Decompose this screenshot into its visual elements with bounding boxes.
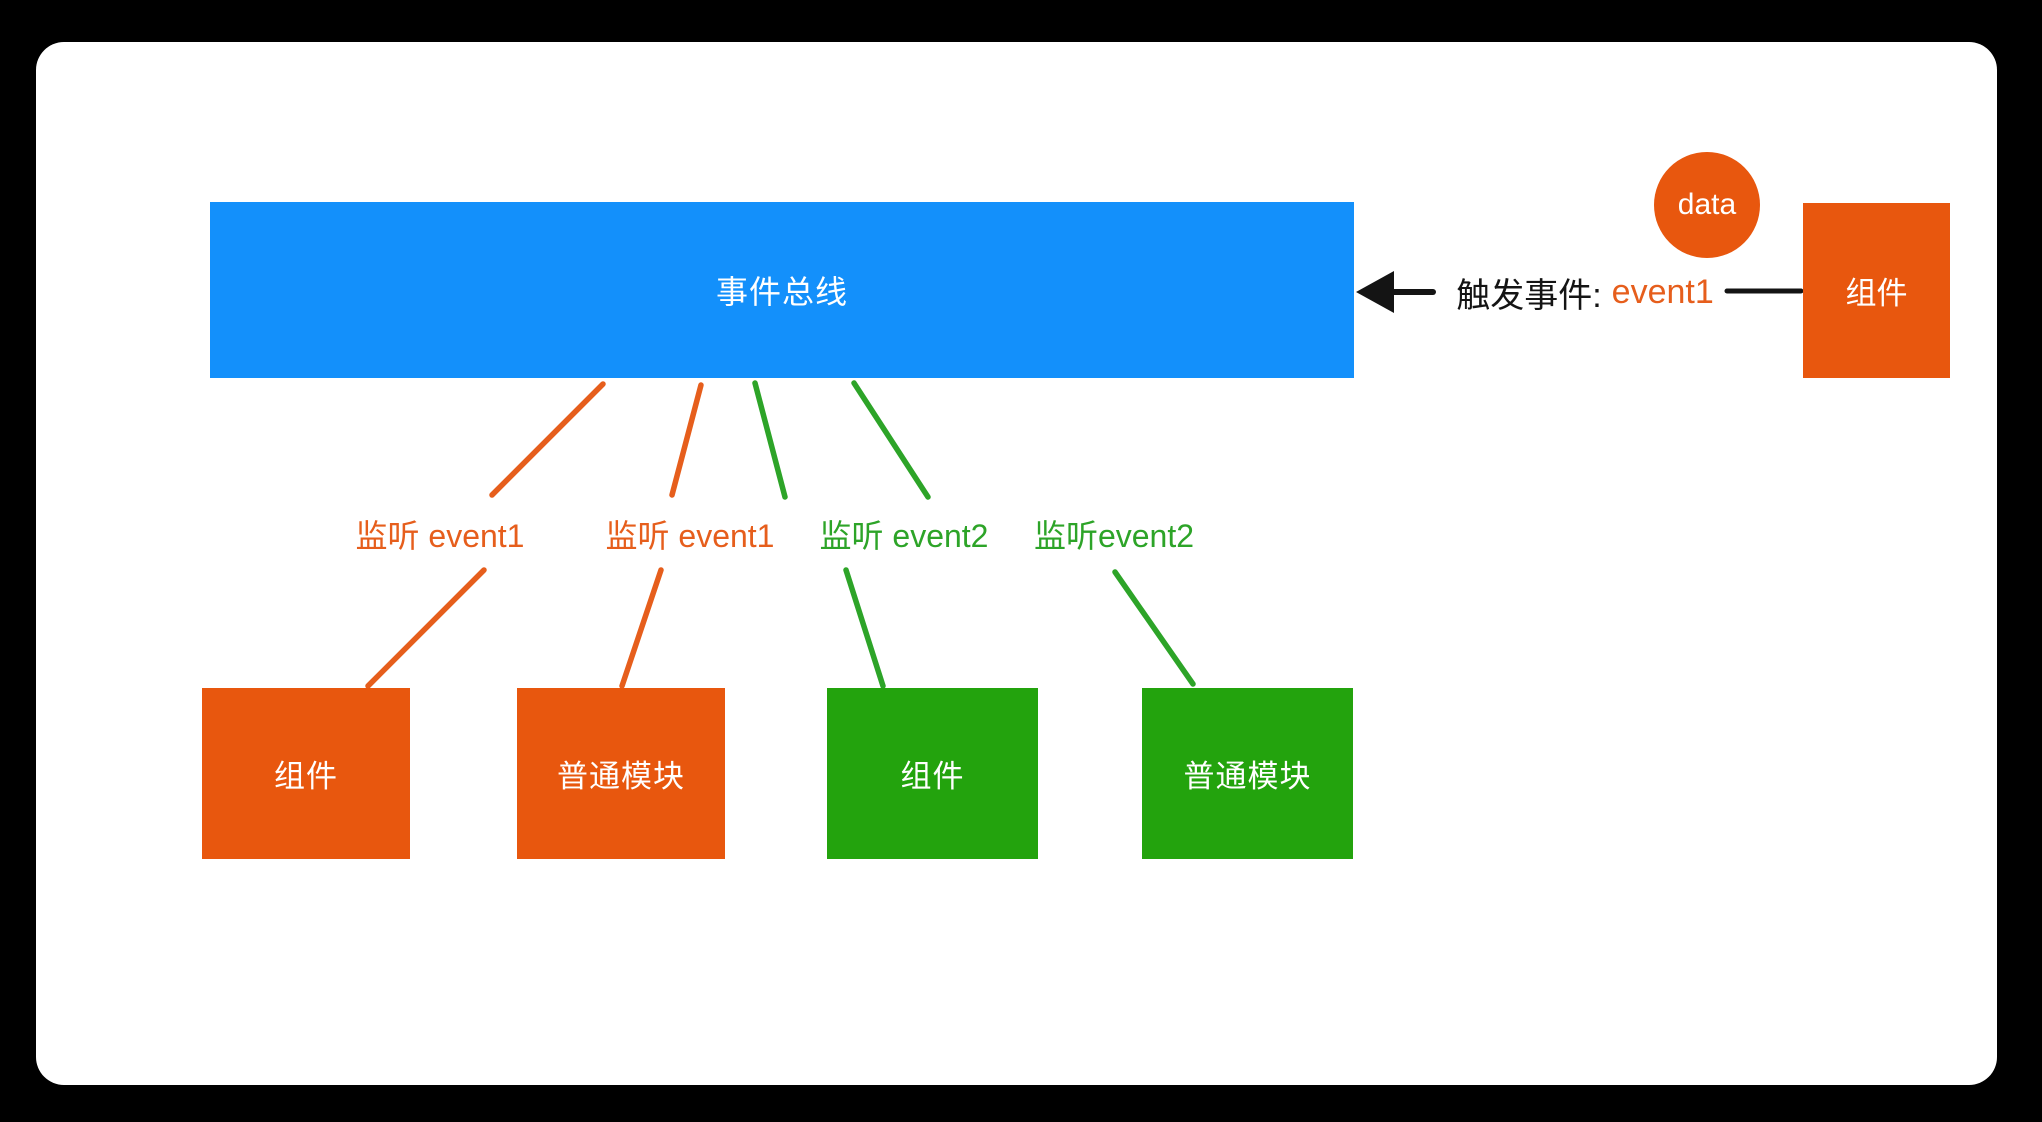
- listener-box-2: 普通模块: [517, 688, 725, 859]
- listener-label-3: 监听 event2: [819, 518, 989, 554]
- trigger-event-name: event1: [1611, 272, 1714, 311]
- listener-label-4: 监听event2: [1033, 518, 1195, 554]
- data-circle: data: [1654, 152, 1760, 258]
- data-circle-label: data: [1677, 188, 1737, 221]
- listener-box-3: 组件: [827, 688, 1038, 859]
- event-bus-bar: 事件总线: [210, 202, 1354, 378]
- listener-box-4-label: 普通模块: [1183, 759, 1312, 794]
- listener-box-1-label: 组件: [274, 759, 338, 794]
- listener-box-2-label: 普通模块: [557, 759, 685, 794]
- listener-label-1: 监听 event1: [355, 518, 525, 554]
- event-bus-label: 事件总线: [715, 274, 848, 310]
- listener-box-4: 普通模块: [1142, 688, 1353, 859]
- listener-box-1: 组件: [202, 688, 410, 859]
- listener-label-2: 监听 event1: [605, 518, 775, 554]
- trigger-label: 触发事件:: [1456, 276, 1602, 315]
- listener-box-3-label: 组件: [900, 759, 965, 794]
- publisher-component-box: 组件: [1803, 203, 1950, 378]
- publisher-component-label: 组件: [1845, 276, 1908, 311]
- trigger-event-text: 触发事件: event1: [1440, 270, 1730, 315]
